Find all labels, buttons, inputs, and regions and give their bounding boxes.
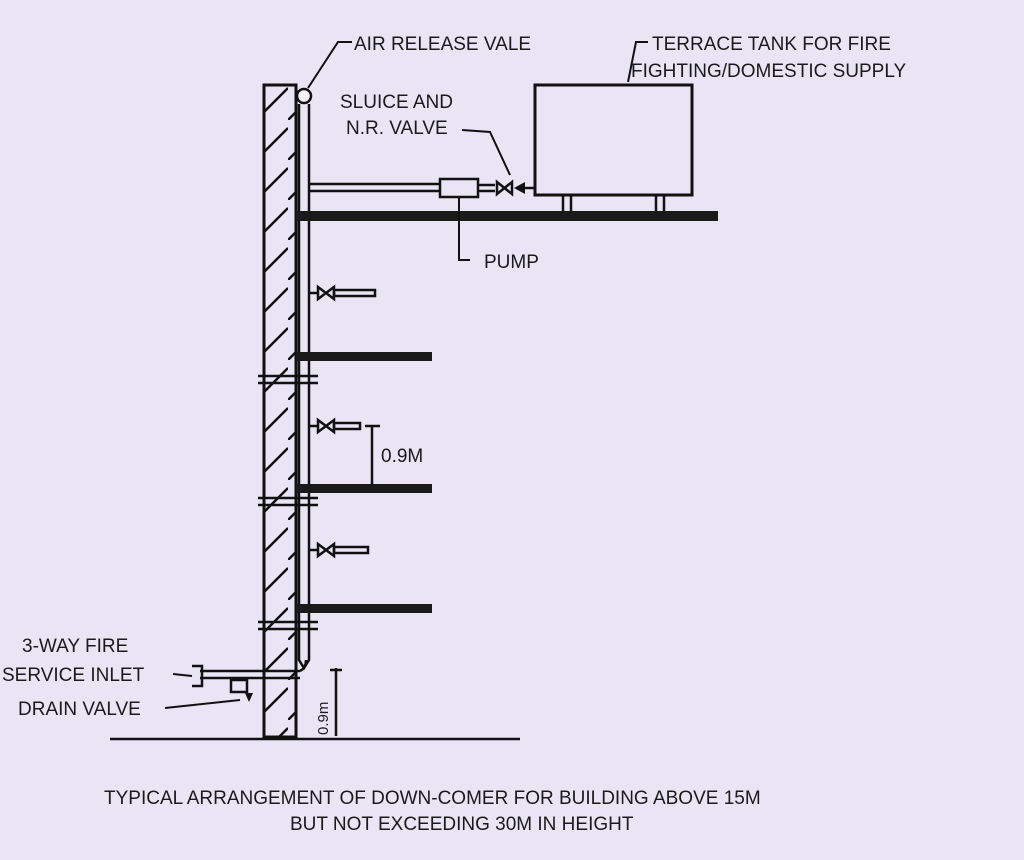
sluice-label-line1: SLUICE AND bbox=[340, 92, 453, 113]
inlet-label-line1: 3-WAY FIRE bbox=[22, 636, 128, 657]
supply-line bbox=[309, 177, 535, 199]
terrace-slab bbox=[296, 211, 718, 221]
floor-slab bbox=[296, 352, 432, 361]
floor-slab bbox=[296, 484, 432, 493]
pump-icon bbox=[438, 177, 480, 199]
air-release-valve-icon bbox=[295, 87, 313, 105]
nr-valve-icon bbox=[514, 182, 525, 194]
down-comer-pipe bbox=[295, 87, 313, 671]
pump-label: PUMP bbox=[484, 252, 539, 273]
landing-valve-icon bbox=[316, 417, 336, 435]
building-wall bbox=[262, 83, 298, 739]
floor-slabs bbox=[110, 211, 718, 741]
landing-valves bbox=[309, 284, 377, 559]
floor-height-dimension bbox=[365, 424, 380, 485]
inlet-label-line2: SERVICE INLET bbox=[2, 665, 145, 686]
floor-height-label: 0.9M bbox=[381, 446, 423, 467]
fire-service-inlet bbox=[192, 659, 308, 702]
drain-valve-label: DRAIN VALVE bbox=[18, 699, 141, 720]
landing-valve-icon bbox=[316, 284, 336, 302]
floor-slab bbox=[296, 604, 432, 613]
drain-valve-icon bbox=[229, 678, 249, 694]
landing-valve-icon bbox=[316, 541, 336, 559]
caption-line2: BUT NOT EXCEEDING 30M IN HEIGHT bbox=[290, 814, 634, 835]
sluice-label-line2: N.R. VALVE bbox=[346, 118, 448, 139]
leader-lines bbox=[164, 41, 648, 709]
tank-label-line1: TERRACE TANK FOR FIRE bbox=[652, 34, 891, 55]
air-release-valve-label: AIR RELEASE VALE bbox=[354, 34, 531, 55]
caption-line1: TYPICAL ARRANGEMENT OF DOWN-COMER FOR BU… bbox=[104, 788, 761, 809]
ground-height-label: 0.9m bbox=[315, 702, 332, 735]
terrace-tank bbox=[533, 83, 694, 211]
pipe-couplings bbox=[258, 374, 318, 631]
sluice-valve-icon bbox=[495, 179, 514, 197]
ground-height-dimension bbox=[330, 668, 342, 736]
tank-label-line2: FIGHTING/DOMESTIC SUPPLY bbox=[631, 61, 907, 82]
